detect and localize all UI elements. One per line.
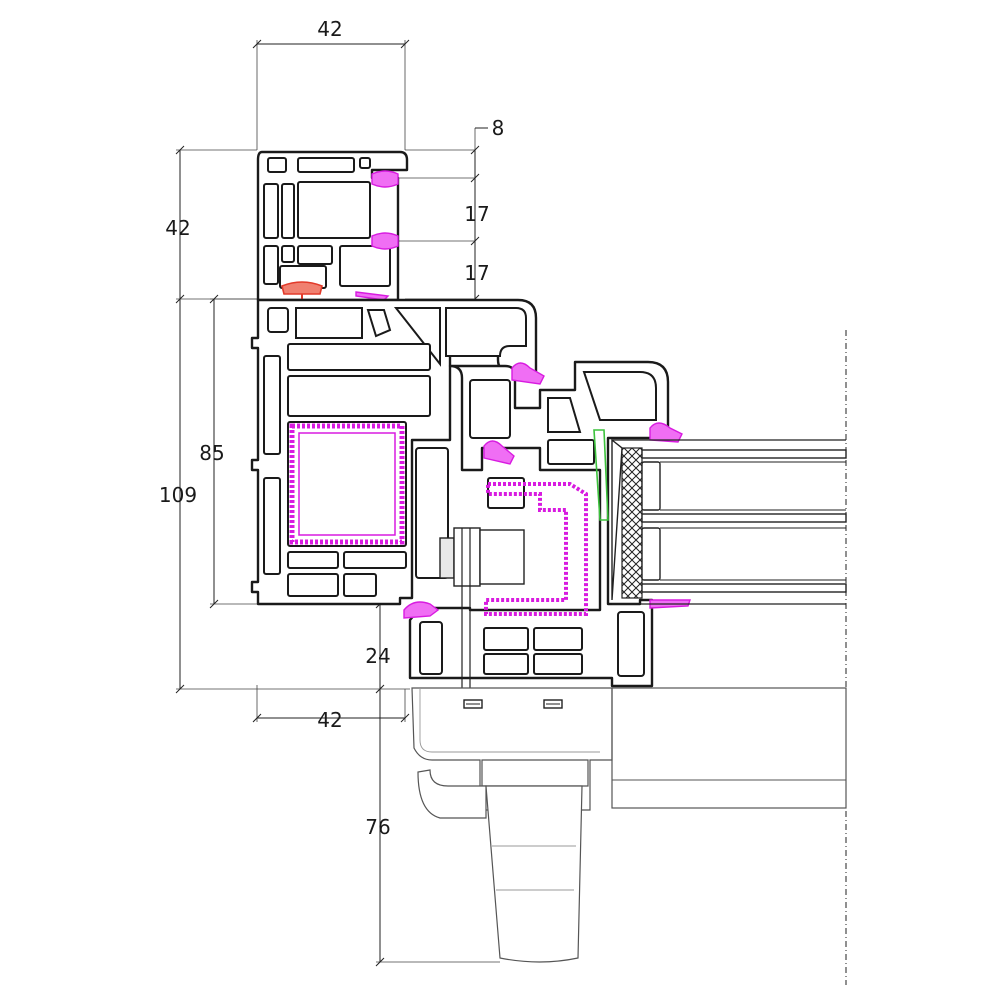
dim-label-top-gap: 8: [492, 116, 505, 140]
glazing-seal: [593, 429, 609, 521]
sash-steel-reinforcement: [484, 482, 588, 616]
dim-label-frame-height: 85: [199, 441, 224, 465]
dim-label-top-width: 42: [317, 17, 342, 41]
dimension-lines: [175, 39, 500, 967]
window-handle: [411, 687, 847, 963]
dim-label-sash-offset: 24: [365, 644, 390, 668]
dim-label-total-height: 109: [159, 483, 197, 507]
sash-profile: [408, 360, 670, 688]
glazing-unit: [611, 438, 847, 605]
frame-profile: [250, 298, 538, 606]
frame-steel-reinforcement: [289, 423, 405, 545]
coupler-profile: [256, 150, 409, 302]
coupler-gaskets: [355, 170, 399, 301]
sash-gaskets: [403, 362, 691, 619]
dim-label-coupler-height: 42: [165, 216, 190, 240]
dim-label-gasket-spacing-2: 17: [464, 261, 489, 285]
dim-label-handle-length: 76: [365, 815, 390, 839]
dim-label-bottom-width: 42: [317, 708, 342, 732]
hardware-block: [439, 527, 525, 690]
dim-label-gasket-spacing-1: 17: [464, 202, 489, 226]
